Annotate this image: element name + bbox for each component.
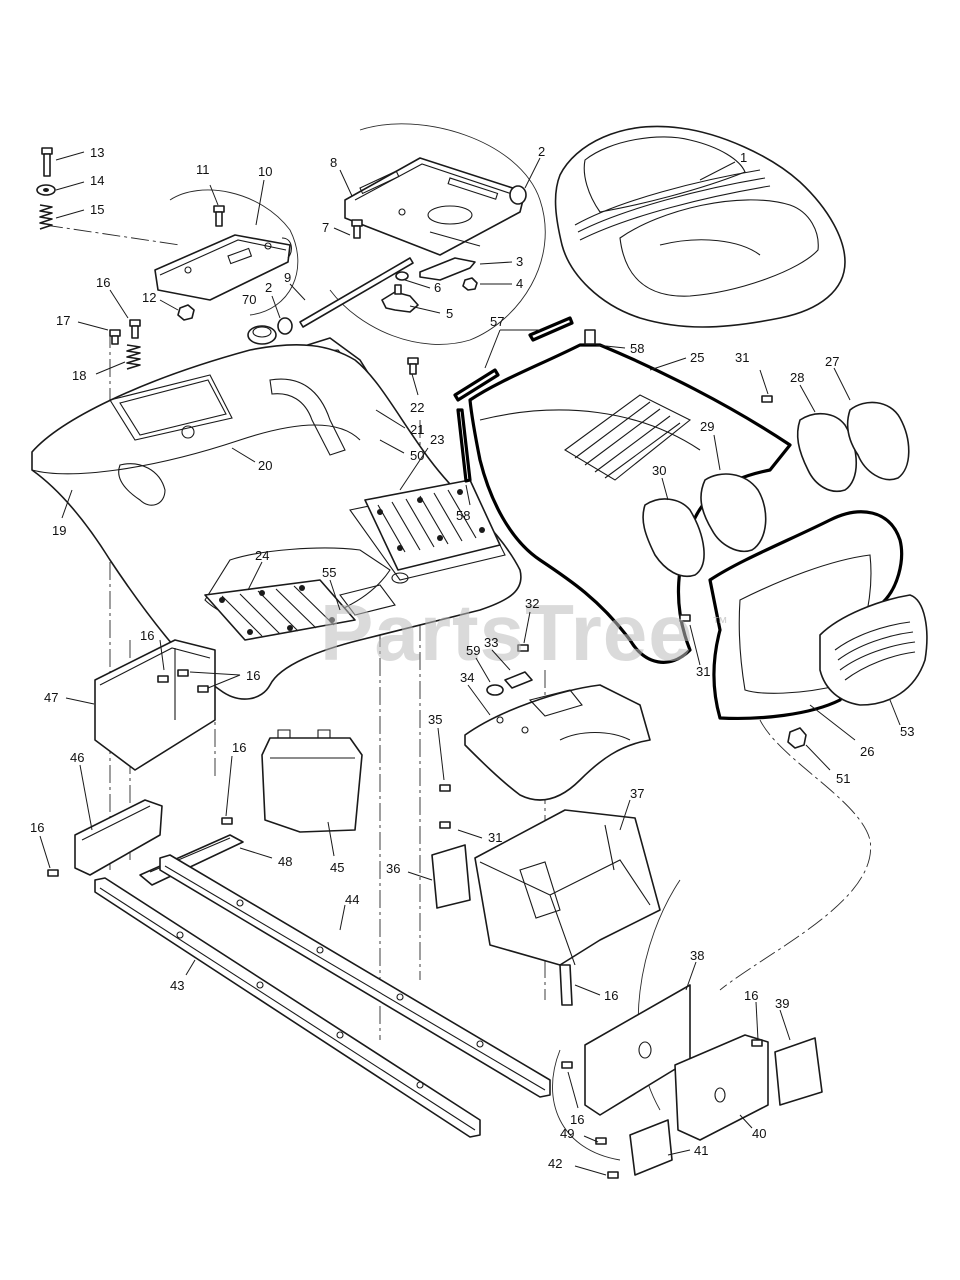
callout-32: 32 bbox=[525, 596, 539, 611]
callout-1: 1 bbox=[740, 150, 747, 165]
callout-55: 55 bbox=[322, 565, 336, 580]
callout-27: 27 bbox=[825, 354, 839, 369]
callout-22: 22 bbox=[410, 400, 424, 415]
callout-16g: 16 bbox=[232, 740, 246, 755]
callout-26: 26 bbox=[860, 744, 874, 759]
callout-38: 38 bbox=[690, 948, 704, 963]
callout-58b: 58 bbox=[456, 508, 470, 523]
callout-25: 25 bbox=[690, 350, 704, 365]
callout-40: 40 bbox=[752, 1126, 766, 1141]
callout-35: 35 bbox=[428, 712, 442, 727]
frame-rail-right bbox=[159, 854, 551, 1098]
callout-57: 57 bbox=[490, 314, 504, 329]
callout-31c: 31 bbox=[488, 830, 502, 845]
callout-7: 7 bbox=[322, 220, 329, 235]
seat-pan bbox=[344, 157, 526, 256]
side-bracket bbox=[74, 799, 163, 876]
headlight-lenses bbox=[642, 401, 910, 577]
callout-50: 50 bbox=[410, 448, 424, 463]
footpad-right bbox=[364, 479, 501, 571]
callout-11: 11 bbox=[196, 162, 210, 177]
callout-20: 20 bbox=[258, 458, 272, 473]
watermark-text: PartsTree bbox=[320, 588, 694, 677]
callout-28: 28 bbox=[790, 370, 804, 385]
callout-17: 17 bbox=[56, 313, 70, 328]
callout-39: 39 bbox=[775, 996, 789, 1011]
callout-16c: 16 bbox=[744, 988, 758, 1003]
callout-53: 53 bbox=[900, 724, 914, 739]
callout-23: 23 bbox=[430, 432, 444, 447]
frame-rail-left bbox=[94, 877, 481, 1138]
callout-15: 15 bbox=[90, 202, 104, 217]
seat bbox=[554, 125, 846, 328]
callout-46: 46 bbox=[70, 750, 84, 765]
callout-3: 3 bbox=[516, 254, 523, 269]
grille bbox=[708, 510, 928, 721]
callout-4: 4 bbox=[516, 276, 523, 291]
front-bracket bbox=[584, 984, 691, 1116]
callout-6: 6 bbox=[434, 280, 441, 295]
footpad-left bbox=[204, 579, 356, 641]
callout-8: 8 bbox=[330, 155, 337, 170]
callouts: 13 14 15 11 10 12 8 7 2 1 3 4 6 5 9 2 70… bbox=[30, 144, 914, 1176]
callout-44: 44 bbox=[345, 892, 359, 907]
callout-59: 59 bbox=[466, 643, 480, 658]
callout-16d: 16 bbox=[570, 1112, 584, 1127]
callout-5: 5 bbox=[446, 306, 453, 321]
front-fasteners bbox=[47, 395, 807, 1179]
callout-31b: 31 bbox=[696, 664, 710, 679]
callout-48: 48 bbox=[278, 854, 292, 869]
callout-42: 42 bbox=[548, 1156, 562, 1171]
callout-51: 51 bbox=[836, 771, 850, 786]
callout-43: 43 bbox=[170, 978, 184, 993]
callout-10: 10 bbox=[258, 164, 272, 179]
callout-31a: 31 bbox=[735, 350, 749, 365]
battery-box bbox=[261, 729, 363, 833]
callout-29: 29 bbox=[700, 419, 714, 434]
callout-2a: 2 bbox=[538, 144, 545, 159]
callout-45: 45 bbox=[330, 860, 344, 875]
rear-bracket bbox=[94, 639, 216, 771]
callout-58a: 58 bbox=[630, 341, 644, 356]
plate-39 bbox=[774, 1037, 823, 1106]
callout-36: 36 bbox=[386, 861, 400, 876]
dash-console bbox=[464, 684, 651, 801]
axle-bracket bbox=[674, 1034, 769, 1141]
plate-41 bbox=[629, 1119, 673, 1176]
callout-2b: 2 bbox=[265, 280, 272, 295]
callout-24: 24 bbox=[255, 548, 269, 563]
callout-47: 47 bbox=[44, 690, 58, 705]
callout-16f: 16 bbox=[246, 668, 260, 683]
callout-41: 41 bbox=[694, 1143, 708, 1158]
fender-deck bbox=[31, 344, 522, 700]
callout-33: 33 bbox=[484, 635, 498, 650]
callout-12: 12 bbox=[142, 290, 156, 305]
seat-bracket bbox=[154, 234, 292, 301]
callout-34: 34 bbox=[460, 670, 474, 685]
callout-16e: 16 bbox=[140, 628, 154, 643]
hood-strips bbox=[453, 316, 596, 483]
watermark: PartsTree ™ bbox=[320, 588, 728, 677]
callout-70: 70 bbox=[242, 292, 256, 307]
callout-16h: 16 bbox=[30, 820, 44, 835]
callout-49: 49 bbox=[560, 1126, 574, 1141]
callout-9: 9 bbox=[284, 270, 291, 285]
callout-37: 37 bbox=[630, 786, 644, 801]
callout-30: 30 bbox=[652, 463, 666, 478]
callout-16b: 16 bbox=[604, 988, 618, 1003]
callout-16a: 16 bbox=[96, 275, 110, 290]
callout-19: 19 bbox=[52, 523, 66, 538]
dash-panel bbox=[431, 809, 661, 1006]
watermark-tm: ™ bbox=[712, 615, 728, 632]
hood bbox=[468, 343, 792, 664]
callout-13: 13 bbox=[90, 145, 104, 160]
callout-21: 21 bbox=[410, 422, 424, 437]
callout-18: 18 bbox=[72, 368, 86, 383]
callout-14: 14 bbox=[90, 173, 104, 188]
